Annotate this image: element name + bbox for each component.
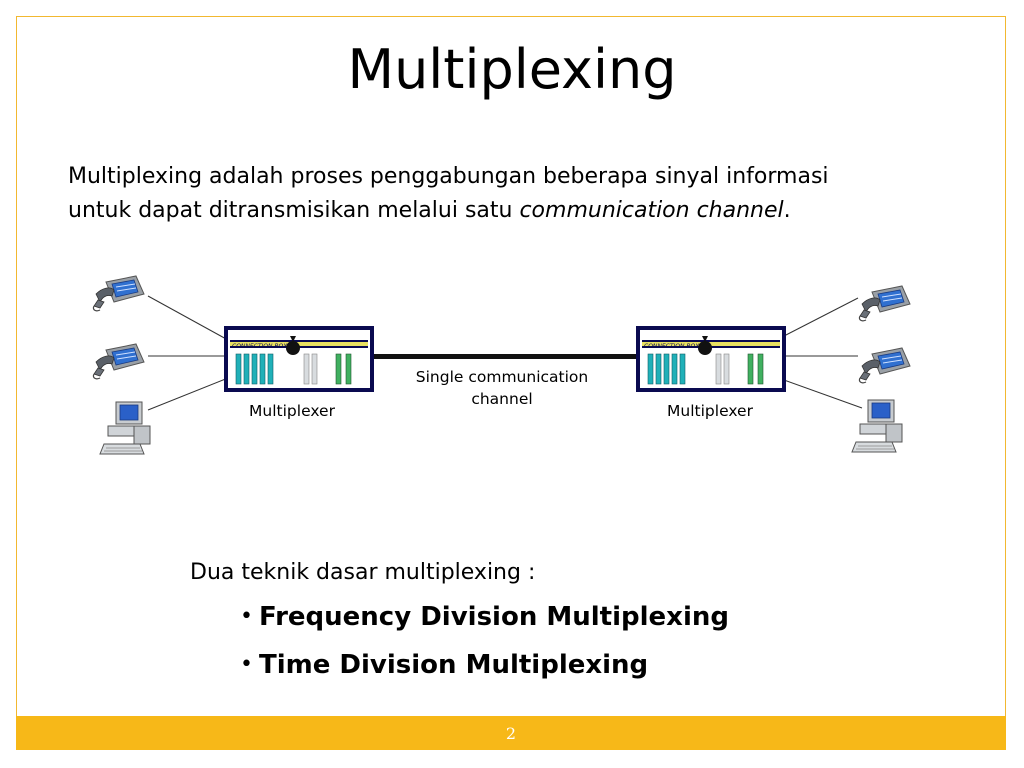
left-device-links [147, 295, 229, 411]
right-device-links [783, 297, 863, 409]
phone-icon [858, 285, 911, 322]
phone-icon [92, 275, 145, 312]
computer-icon [99, 401, 151, 455]
footer-bar: 2 [16, 716, 1006, 750]
communication-channel-line [370, 354, 640, 359]
box-text-left: CONNECTION BOX [232, 343, 288, 350]
phone-icon [92, 343, 145, 380]
multiplexing-diagram: CONNECTION BOX CONNECTION BOX [92, 275, 911, 455]
phone-icon [858, 347, 911, 384]
intro-line-2: untuk dapat ditransmisikan melalui satu [68, 198, 520, 223]
channel-label-line-1: Single communication [415, 368, 589, 386]
page-number: 2 [505, 724, 517, 743]
channel-label: Single communication channel [392, 366, 612, 410]
intro-period: . [783, 198, 791, 223]
box-text-right: CONNECTION BOX [644, 343, 700, 350]
intro-line-1: Multiplexing adalah proses penggabungan … [68, 164, 829, 189]
slide-title: Multiplexing [347, 38, 677, 101]
computer-icon [851, 399, 903, 453]
multiplexer-right-box [636, 326, 786, 392]
technique-fdm: Frequency Division Multiplexing [258, 602, 729, 632]
intro-emphasis: communication channel [519, 198, 784, 223]
channel-label-line-2: channel [471, 390, 533, 408]
multiplexer-left-box [224, 326, 374, 392]
multiplexer-right-label: Multiplexer [667, 402, 753, 420]
bullet-glyph: • [240, 652, 253, 677]
techniques-list: •Frequency Division Multiplexing •Time D… [240, 602, 729, 698]
list-item: •Frequency Division Multiplexing [240, 602, 729, 632]
bullet-glyph: • [240, 604, 253, 629]
intro-text: Multiplexing adalah proses penggabungan … [68, 160, 968, 228]
list-item: •Time Division Multiplexing [240, 650, 729, 680]
technique-tdm: Time Division Multiplexing [258, 650, 649, 680]
techniques-lead: Dua teknik dasar multiplexing : [190, 560, 536, 585]
multiplexer-left-label: Multiplexer [249, 402, 335, 420]
